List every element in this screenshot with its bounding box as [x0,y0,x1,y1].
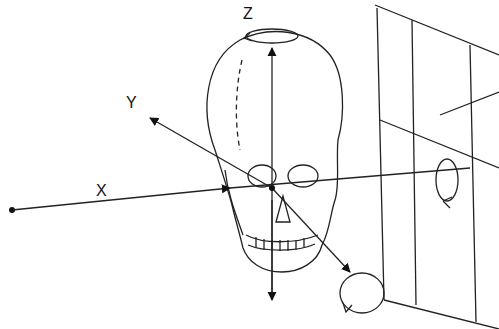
skull-drawing [207,32,343,272]
z-axis [244,29,298,300]
origin-dot [269,185,275,191]
axis-label: Z [243,6,253,22]
reference-plane [375,5,499,329]
axis-end-dot [9,207,15,213]
axis-label: X [96,183,107,199]
x-axis [12,159,470,210]
y-axis [150,118,384,313]
axis-label: Y [126,95,137,111]
